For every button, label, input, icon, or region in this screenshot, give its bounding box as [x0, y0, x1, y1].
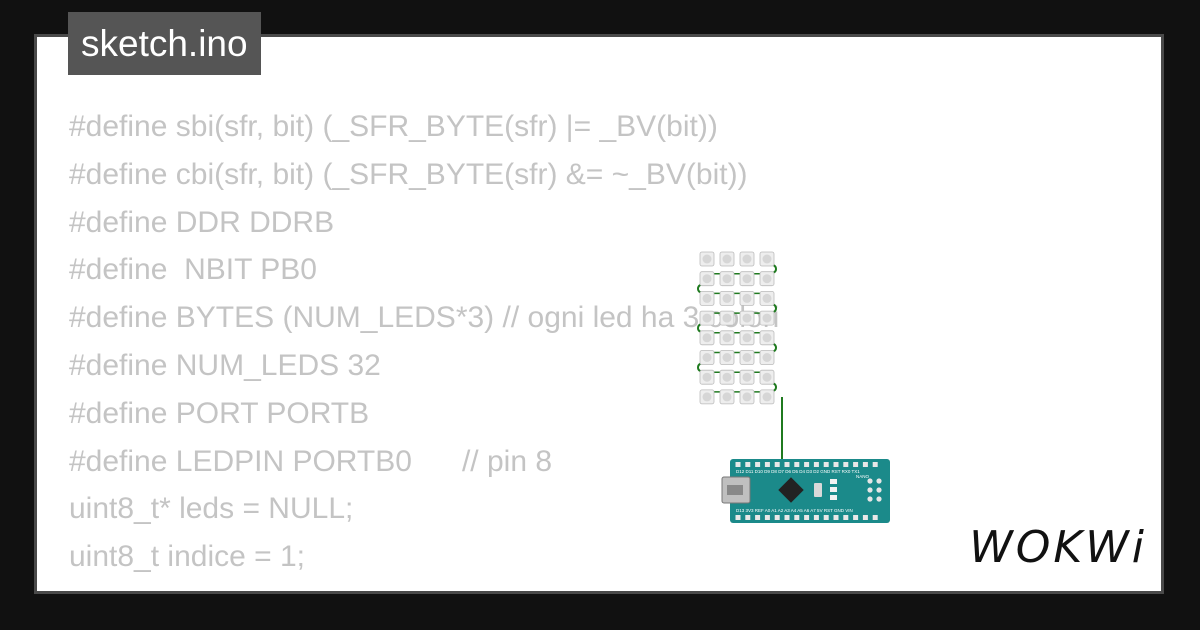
file-tab[interactable]: sketch.ino	[68, 12, 261, 75]
led-lens	[722, 254, 732, 264]
led-lens	[702, 392, 712, 402]
led-matrix	[696, 251, 778, 405]
code-line: uint8_t indice = 1;	[69, 540, 306, 574]
led-lens	[742, 353, 752, 362]
top-pin-labels: D12 D11 D10 D9 D8 D7 D6 D5 D4 D3 D2 GND …	[736, 469, 860, 474]
led-lens	[742, 313, 752, 323]
code-line: uint8_t colore[3];	[69, 581, 779, 591]
code-line: #define PORT PORTB	[69, 396, 370, 430]
header-pin	[735, 515, 741, 520]
header-pin	[745, 515, 751, 520]
led-lens	[722, 353, 732, 362]
led-lens	[742, 293, 752, 303]
code-line: #define cbi(sfr, bit) (_SFR_BYTE(sfr) &=…	[69, 157, 748, 191]
header-pin	[774, 515, 780, 520]
led-lens	[722, 293, 732, 303]
header-pin	[872, 462, 878, 467]
led-lens	[762, 372, 772, 382]
header-pin	[862, 515, 868, 520]
code-line: #define NBIT PB0	[69, 253, 317, 287]
code-line: #define DDR DDRB	[69, 205, 335, 239]
code-listing: #define sbi(sfr, bit) (_SFR_BYTE(sfr) |=…	[69, 103, 779, 591]
icsp-pin	[867, 478, 873, 484]
header-pin	[853, 515, 859, 520]
header-pin	[833, 462, 839, 467]
usb-port	[727, 485, 743, 495]
icsp-pin	[876, 478, 882, 484]
led-lens	[702, 274, 712, 284]
icsp-pin	[876, 487, 882, 493]
header-pin	[804, 462, 810, 467]
header-pin	[774, 462, 780, 467]
led-lens	[742, 274, 752, 284]
header-pin	[794, 515, 800, 520]
code-line: #define LEDPIN PORTB0 // pin 8	[69, 444, 553, 478]
smd-led	[830, 487, 837, 492]
code-line: uint8_t* leds = NULL;	[69, 492, 354, 526]
header-pin	[804, 515, 810, 520]
led-lens	[742, 254, 752, 264]
smd-led	[830, 479, 837, 484]
led-lens	[722, 313, 732, 323]
icsp-pin	[867, 496, 873, 502]
header-pin	[853, 462, 859, 467]
led-lens	[762, 254, 772, 264]
header-pin	[862, 462, 868, 467]
icsp-pin	[876, 496, 882, 502]
header-pin	[823, 515, 829, 520]
preview-panel: #define sbi(sfr, bit) (_SFR_BYTE(sfr) |=…	[34, 34, 1164, 594]
header-pin	[755, 515, 761, 520]
icsp-pin	[867, 487, 873, 493]
header-pin	[872, 515, 878, 520]
header-pin	[784, 462, 790, 467]
header-pin	[823, 462, 829, 467]
led-lens	[742, 372, 752, 382]
led-lens	[762, 313, 772, 323]
led-lens	[722, 372, 732, 382]
board-pcb	[730, 459, 890, 523]
led-lens	[702, 353, 712, 362]
circuit-diagram: D12 D11 D10 D9 D8 D7 D6 D5 D4 D3 D2 GND …	[696, 251, 890, 523]
header-pin	[813, 515, 819, 520]
led-lens	[722, 274, 732, 284]
header-pin	[755, 462, 761, 467]
led-lens	[742, 333, 752, 343]
led-lens	[702, 293, 712, 303]
header-pin	[843, 462, 849, 467]
file-tab-label: sketch.ino	[81, 23, 248, 64]
wokwi-logo: WOKWi	[969, 522, 1147, 573]
mcu-chip	[778, 477, 804, 503]
header-pin	[735, 462, 741, 467]
led-lens	[702, 372, 712, 382]
header-pin	[833, 515, 839, 520]
led-lens	[702, 333, 712, 343]
arduino-nano-board: D12 D11 D10 D9 D8 D7 D6 D5 D4 D3 D2 GND …	[721, 459, 890, 523]
led-lens	[762, 353, 772, 362]
code-line: #define NUM_LEDS 32	[69, 348, 381, 382]
board-label: NANO	[856, 474, 870, 479]
header-pin	[745, 462, 751, 467]
reset-button	[814, 483, 822, 497]
bottom-pin-labels: D13 3V3 REF A0 A1 A2 A3 A4 A5 A6 A7 5V R…	[736, 508, 853, 513]
led-lens	[762, 274, 772, 284]
smd-led	[830, 495, 837, 500]
led-lens	[702, 313, 712, 323]
led-lens	[762, 333, 772, 343]
header-pin	[784, 515, 790, 520]
header-pin	[794, 462, 800, 467]
led-lens	[722, 333, 732, 343]
code-line: #define sbi(sfr, bit) (_SFR_BYTE(sfr) |=…	[69, 110, 718, 143]
led-lens	[742, 392, 752, 402]
led-lens	[722, 392, 732, 402]
header-pin	[843, 515, 849, 520]
led-lens	[762, 392, 772, 402]
header-pin	[813, 462, 819, 467]
header-pin	[764, 462, 770, 467]
led-lens	[702, 254, 712, 264]
led-lens	[762, 293, 772, 303]
header-pin	[764, 515, 770, 520]
